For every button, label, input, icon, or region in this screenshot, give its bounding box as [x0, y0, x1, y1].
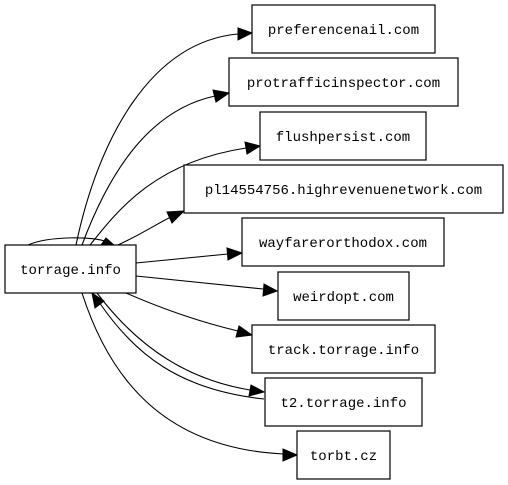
edge-torrage-to-track	[125, 292, 254, 338]
node-torrage-info: torrage.info	[4, 244, 137, 294]
edge-torrage-to-flushpersist	[89, 141, 262, 246]
node-label-t2-torrage-info: t2.torrage.info	[280, 396, 406, 412]
node-label-protrafficinspector-com: protrafficinspector.com	[247, 76, 440, 92]
node-label-torrage-info: torrage.info	[20, 263, 121, 279]
node-label-wayfarerorthodox-com: wayfarerorthodox.com	[259, 236, 427, 252]
node-preferencenail-com: preferencenail.com	[251, 4, 436, 54]
node-label-track-torrage-info: track.torrage.info	[268, 343, 419, 359]
edge-torrage-to-weirdopt	[135, 275, 279, 297]
node-label-torbt-cz: torbt.cz	[310, 449, 377, 465]
node-track-torrage-info: track.torrage.info	[251, 324, 436, 374]
node-label-weirdopt-com: weirdopt.com	[293, 290, 394, 306]
edge-torrage-to-highrevenue	[117, 210, 186, 246]
edges	[27, 27, 299, 462]
edge-t2-to-torrage	[91, 291, 265, 400]
edge-torrage-to-torbt	[81, 292, 299, 462]
node-t2-torrage-info: t2.torrage.info	[264, 377, 423, 427]
node-wayfarerorthodox-com: wayfarerorthodox.com	[241, 217, 445, 267]
nodes: torrage.info preferencenail.com protraff…	[4, 4, 504, 480]
node-label-flushpersist-com: flushpersist.com	[276, 130, 410, 146]
edge-torrage-to-preferencenail	[75, 27, 254, 246]
edge-torrage-to-protrafficinspector	[81, 89, 231, 246]
node-protrafficinspector-com: protrafficinspector.com	[228, 57, 459, 107]
node-torbt-cz: torbt.cz	[296, 430, 391, 480]
node-highrevenuenetwork-com: pl14554756.highrevenuenetwork.com	[183, 164, 504, 214]
node-label-preferencenail-com: preferencenail.com	[268, 23, 419, 39]
node-flushpersist-com: flushpersist.com	[259, 111, 427, 161]
edge-torrage-to-t2	[96, 292, 266, 397]
node-label-highrevenuenetwork-com: pl14554756.highrevenuenetwork.com	[205, 183, 482, 199]
edge-torrage-to-wayfarer	[135, 247, 244, 264]
node-weirdopt-com: weirdopt.com	[277, 271, 410, 321]
